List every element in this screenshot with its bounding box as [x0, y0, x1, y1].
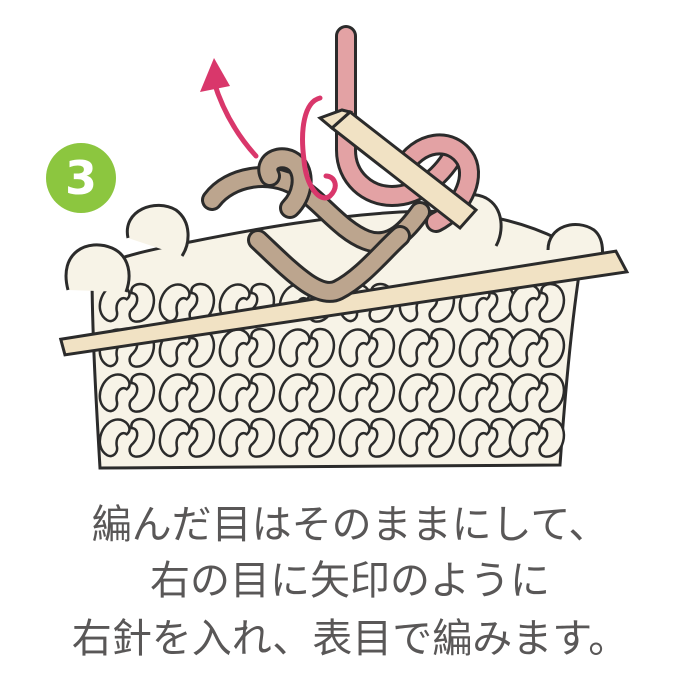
instruction-line-3: 右針を入れ、表目で編みます。 — [71, 616, 629, 662]
tan-yarn — [201, 147, 431, 303]
left-needle — [58, 249, 630, 357]
step-number-badge: 3 — [46, 143, 116, 213]
instruction-line-2: 右の目に矢印のように — [150, 558, 550, 604]
instruction-line-1: 編んだ目はそのままにして、 — [91, 502, 609, 548]
curved-arrow-icon — [200, 58, 338, 201]
knitting-illustration — [58, 25, 630, 470]
right-needle — [317, 108, 479, 231]
